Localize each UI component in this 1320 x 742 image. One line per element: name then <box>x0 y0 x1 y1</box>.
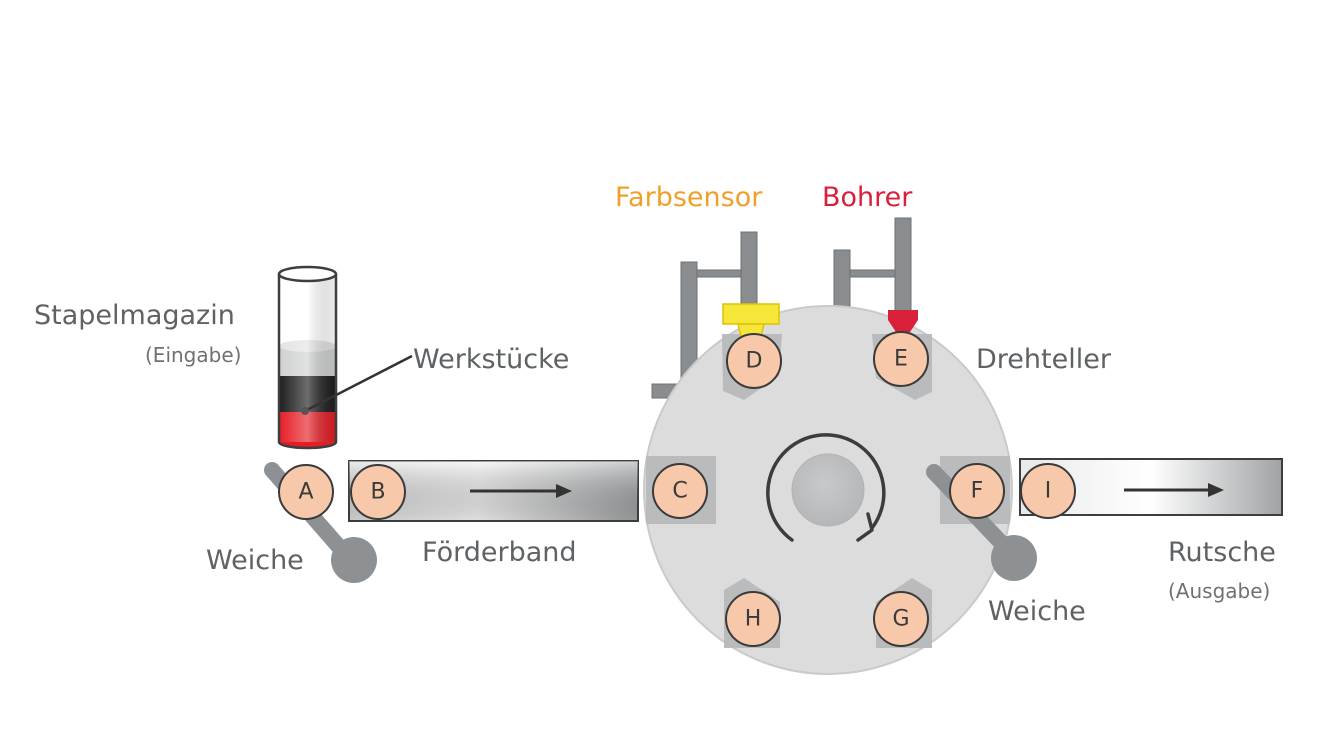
svg-text:A: A <box>298 480 313 505</box>
label-stack-magazine: Stapelmagazin <box>34 300 235 331</box>
label-conveyor: Förderband <box>422 537 577 568</box>
svg-text:H: H <box>745 607 762 632</box>
label-drill: Bohrer <box>822 182 913 213</box>
station-b: B <box>350 464 406 520</box>
svg-text:I: I <box>1045 479 1052 504</box>
label-chute-sub: (Ausgabe) <box>1168 579 1270 603</box>
svg-text:C: C <box>672 479 687 504</box>
svg-text:E: E <box>894 347 908 372</box>
color-sensor-head <box>722 303 780 341</box>
label-switch-left: Weiche <box>206 545 304 576</box>
drill-head <box>888 310 918 332</box>
workpieces-pointer <box>301 354 413 415</box>
station-f: F <box>949 463 1005 519</box>
station-a: A <box>278 464 334 520</box>
station-g: G <box>873 591 929 647</box>
turntable-hub <box>791 453 865 527</box>
label-switch-right: Weiche <box>988 596 1086 627</box>
label-chute: Rutsche <box>1168 537 1276 568</box>
station-c: C <box>652 463 708 519</box>
stack-magazine <box>277 265 338 450</box>
label-color-sensor: Farbsensor <box>615 182 763 213</box>
label-turntable: Drehteller <box>976 344 1112 375</box>
arrow-right-icon <box>1124 483 1224 497</box>
label-stack-magazine-sub: (Eingabe) <box>145 343 241 367</box>
station-i: I <box>1020 463 1076 519</box>
station-d: D <box>726 333 782 389</box>
svg-text:G: G <box>892 607 909 632</box>
svg-text:D: D <box>746 349 763 374</box>
svg-text:B: B <box>370 480 385 505</box>
rotation-arrow-icon <box>766 433 886 542</box>
label-workpieces: Werkstücke <box>413 344 569 375</box>
svg-text:F: F <box>971 479 984 504</box>
arrow-right-icon <box>470 484 572 498</box>
station-h: H <box>725 591 781 647</box>
station-e: E <box>873 331 929 387</box>
